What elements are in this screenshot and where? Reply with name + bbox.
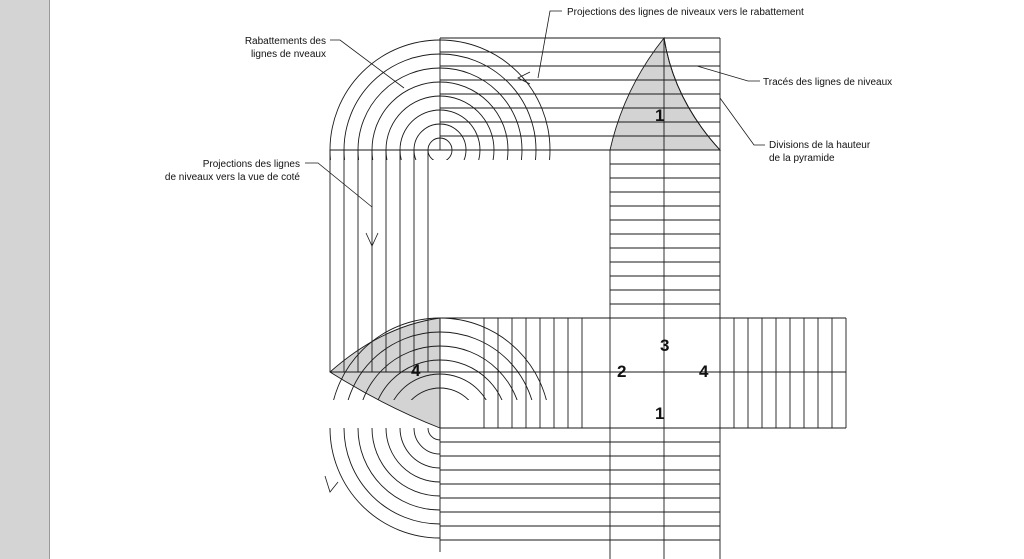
label-rabattements-2: lignes de nveaux [251, 49, 326, 60]
lower-arc [377, 359, 503, 400]
outer-arc [329, 427, 441, 539]
left-margin-panel [0, 0, 50, 559]
arc-arrow-icon [324, 475, 339, 493]
rabattement-arc [343, 53, 537, 160]
leader-projections-rabattement [537, 10, 562, 79]
face-number-left: 4 [411, 361, 421, 380]
outer-arc [371, 427, 441, 497]
top-face-curve [663, 37, 721, 151]
label-rabattements-1: Rabattements des [245, 36, 326, 47]
label-traces: Tracés des lignes de niveaux [763, 77, 892, 88]
lower-arc [362, 345, 518, 400]
lower-left-arcs [333, 317, 547, 400]
rabattement-arc [385, 95, 495, 160]
lower-arc [410, 387, 470, 400]
label-divisions-2: de la pyramide [769, 153, 835, 164]
face-number-center-1: 1 [655, 404, 664, 423]
leader-traces [696, 65, 760, 82]
leader-divisions [719, 97, 765, 146]
left-face-shade [329, 317, 441, 429]
outer-arc [343, 427, 441, 525]
arrow-down-icon [365, 232, 379, 247]
label-projections-rabattement: Projections des lignes de niveaux vers l… [567, 7, 804, 18]
label-projections-cote-2: de niveaux vers la vue de coté [165, 172, 301, 183]
leader-lines [305, 10, 765, 493]
lower-arc [393, 373, 487, 400]
leader-projections-cote [305, 162, 373, 208]
top-left-rabattement-arcs [329, 39, 551, 160]
rabattement-arc [357, 67, 523, 160]
face-number-top: 1 [655, 106, 664, 125]
face-number-center-3: 3 [660, 336, 669, 355]
rabattement-arc [371, 81, 509, 160]
outer-arc [357, 427, 441, 511]
rabattement-arc [413, 123, 467, 160]
lower-arc [333, 317, 547, 400]
label-divisions-1: Divisions de la hauteur [769, 140, 871, 151]
outer-bottom-arcs [329, 427, 441, 539]
rabattement-arc [329, 39, 551, 160]
label-projections-cote-1: Projections des lignes [203, 159, 300, 170]
outer-arc [399, 427, 441, 469]
face-number-center-2: 2 [617, 362, 626, 381]
lower-arc [347, 331, 533, 400]
outer-arc [413, 427, 441, 455]
face-number-center-4: 4 [699, 362, 709, 381]
arrow-left-icon [517, 71, 531, 85]
outer-arc [427, 427, 441, 441]
rabattement-arc [427, 137, 453, 160]
rabattement-arc [399, 109, 481, 160]
construction-lines [329, 37, 847, 559]
leader-rabattements [330, 39, 405, 89]
outer-arc [385, 427, 441, 483]
